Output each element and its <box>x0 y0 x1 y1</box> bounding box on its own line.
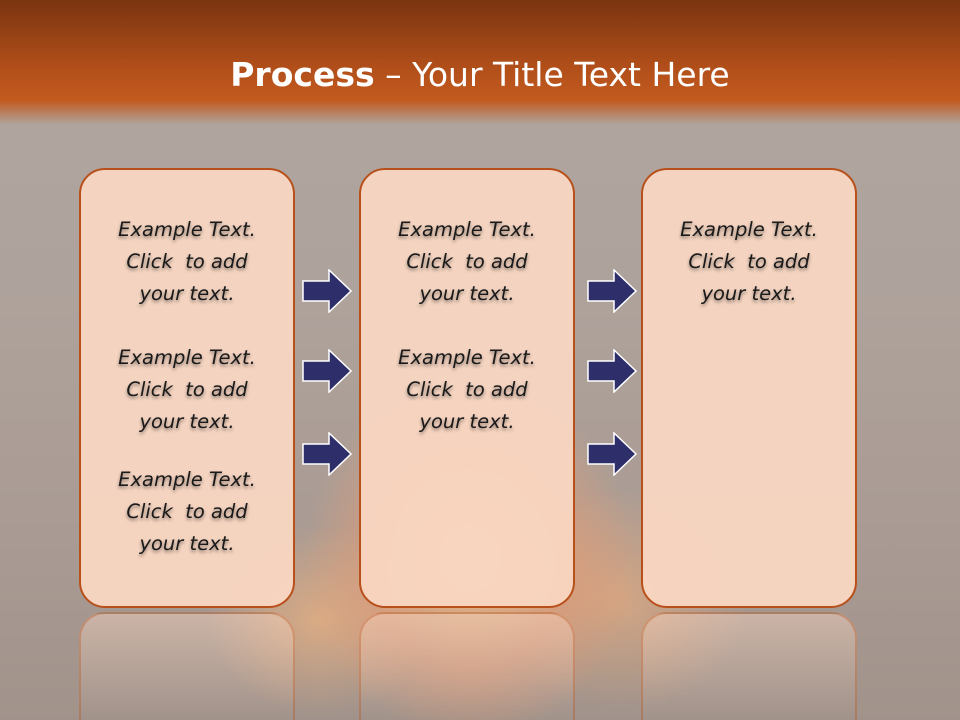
text-line: your text. <box>139 410 235 433</box>
text-line: Click to add <box>126 378 248 401</box>
text-line: your text. <box>701 282 797 305</box>
text-line: Click to add <box>406 250 528 273</box>
text-block[interactable]: Example Text. Click to add your text. <box>643 214 855 310</box>
text-line: your text. <box>419 282 515 305</box>
right-arrow-icon[interactable] <box>302 432 352 476</box>
text-line: Click to add <box>406 378 528 401</box>
process-box-1[interactable]: Example Text. Click to add your text. Ex… <box>79 168 295 608</box>
box-reflection <box>359 612 575 720</box>
right-arrow-icon[interactable] <box>302 269 352 313</box>
text-line: your text. <box>139 532 235 555</box>
text-line: your text. <box>419 410 515 433</box>
title-banner <box>0 0 960 125</box>
text-block[interactable]: Example Text. Click to add your text. <box>361 214 573 310</box>
process-box-3[interactable]: Example Text. Click to add your text. <box>641 168 857 608</box>
right-arrow-icon[interactable] <box>587 432 637 476</box>
text-line: Example Text. <box>680 218 818 241</box>
right-arrow-icon[interactable] <box>302 349 352 393</box>
text-line: Example Text. <box>398 218 536 241</box>
text-line: Click to add <box>126 500 248 523</box>
title-bold: Process <box>230 55 375 94</box>
text-line: your text. <box>139 282 235 305</box>
text-line: Click to add <box>688 250 810 273</box>
right-arrow-icon[interactable] <box>587 349 637 393</box>
slide-title[interactable]: Process – Your Title Text Here <box>0 52 960 98</box>
box-reflection <box>641 612 857 720</box>
text-line: Example Text. <box>398 346 536 369</box>
right-arrow-icon[interactable] <box>587 269 637 313</box>
box-reflection <box>79 612 295 720</box>
title-rest: – Your Title Text Here <box>374 55 730 94</box>
text-block[interactable]: Example Text. Click to add your text. <box>81 464 293 560</box>
process-box-2[interactable]: Example Text. Click to add your text. Ex… <box>359 168 575 608</box>
text-line: Example Text. <box>118 468 256 491</box>
text-block[interactable]: Example Text. Click to add your text. <box>81 342 293 438</box>
text-block[interactable]: Example Text. Click to add your text. <box>361 342 573 438</box>
text-line: Example Text. <box>118 218 256 241</box>
text-line: Click to add <box>126 250 248 273</box>
text-line: Example Text. <box>118 346 256 369</box>
text-block[interactable]: Example Text. Click to add your text. <box>81 214 293 310</box>
